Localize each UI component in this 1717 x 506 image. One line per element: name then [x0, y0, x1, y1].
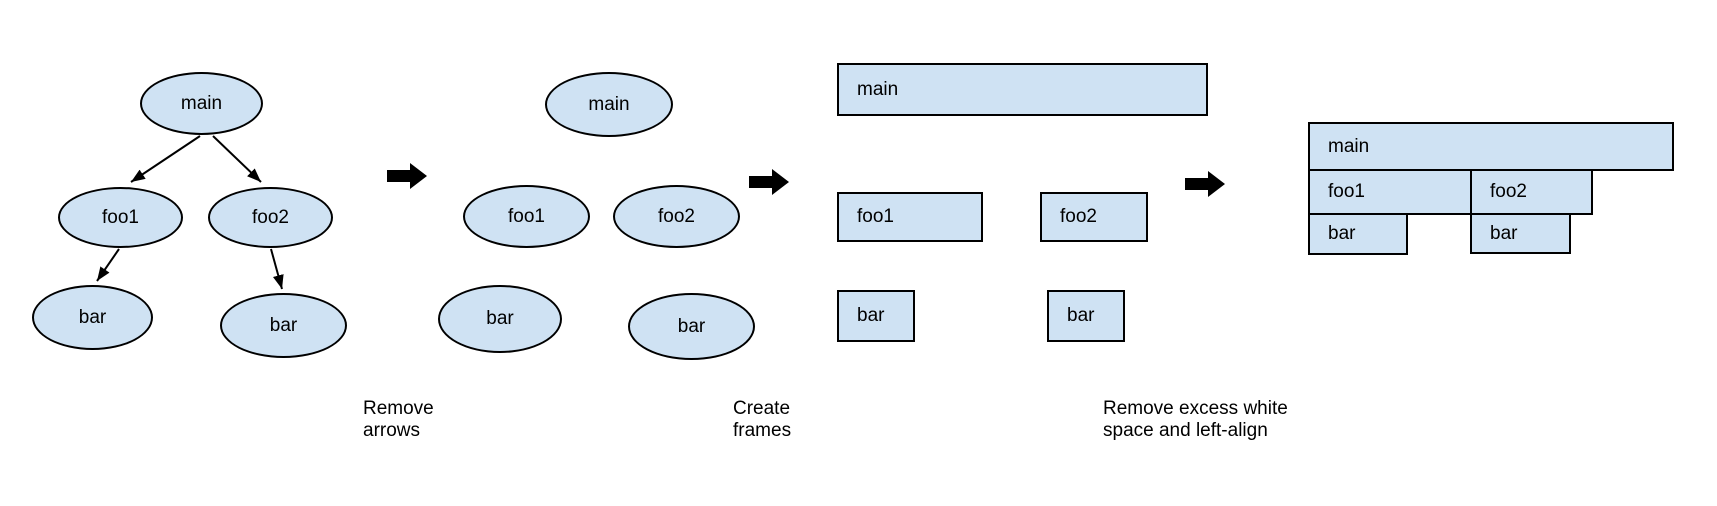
- node-label: main: [180, 92, 223, 114]
- frames-node-bar-right: bar: [1047, 290, 1125, 342]
- frames-node-main: main: [837, 63, 1208, 116]
- frames-node-foo1: foo1: [837, 192, 983, 242]
- flamegraph-node-bar-right: bar: [1470, 213, 1571, 254]
- node-label: foo2: [252, 206, 289, 228]
- transition-arrow-icon: [749, 169, 789, 195]
- frames-node-bar-left: bar: [837, 290, 915, 342]
- node-label: main: [857, 78, 899, 100]
- frames-node-foo2: foo2: [1040, 192, 1148, 242]
- transition-caption-create-frames: Create frames: [733, 398, 792, 441]
- node-label: main: [1328, 135, 1370, 157]
- node-label: bar: [1067, 305, 1095, 326]
- flamegraph-node-bar-left: bar: [1308, 213, 1408, 255]
- edge-foo2-bar-arrow-icon: [270, 248, 284, 290]
- node-label: foo1: [857, 206, 894, 227]
- node-label: foo2: [658, 205, 695, 227]
- noarrows-node-foo1: foo1: [463, 185, 590, 248]
- node-label: foo2: [1490, 181, 1527, 202]
- transition-arrow-icon: [387, 163, 427, 189]
- node-label: bar: [1328, 223, 1356, 244]
- node-label: foo1: [102, 206, 139, 228]
- transition-arrow-icon: [1185, 171, 1225, 197]
- callgraph-node-foo1: foo1: [58, 187, 183, 248]
- noarrows-node-bar-left: bar: [438, 285, 562, 353]
- node-label: bar: [78, 306, 107, 328]
- noarrows-node-foo2: foo2: [613, 185, 740, 248]
- node-label: foo1: [1328, 181, 1365, 202]
- edge-foo1-bar-arrow-icon: [96, 248, 120, 282]
- callgraph-node-foo2: foo2: [208, 187, 333, 248]
- flamegraph-node-foo2: foo2: [1470, 169, 1593, 215]
- node-label: foo2: [1060, 206, 1097, 227]
- node-label: bar: [857, 305, 885, 326]
- node-label: bar: [486, 308, 514, 329]
- node-label: bar: [1490, 222, 1518, 244]
- flamegraph-node-main: main: [1308, 122, 1674, 171]
- noarrows-node-bar-right: bar: [628, 293, 755, 360]
- node-label: bar: [269, 314, 298, 336]
- callgraph-node-main: main: [140, 72, 263, 135]
- callgraph-node-bar-left: bar: [32, 285, 153, 350]
- transition-caption-remove-arrows: Remove arrows: [363, 398, 434, 441]
- edge-main-foo1-arrow-icon: [130, 135, 201, 183]
- node-label: main: [588, 93, 630, 115]
- noarrows-node-main: main: [545, 72, 673, 137]
- flamegraph-node-foo1: foo1: [1308, 169, 1472, 215]
- node-label: bar: [677, 315, 706, 337]
- edge-main-foo2-arrow-icon: [212, 135, 262, 183]
- callgraph-node-bar-right: bar: [220, 293, 347, 358]
- transition-caption-compact-left-align: Remove excess white space and left-align: [1103, 398, 1288, 441]
- node-label: foo1: [508, 205, 545, 227]
